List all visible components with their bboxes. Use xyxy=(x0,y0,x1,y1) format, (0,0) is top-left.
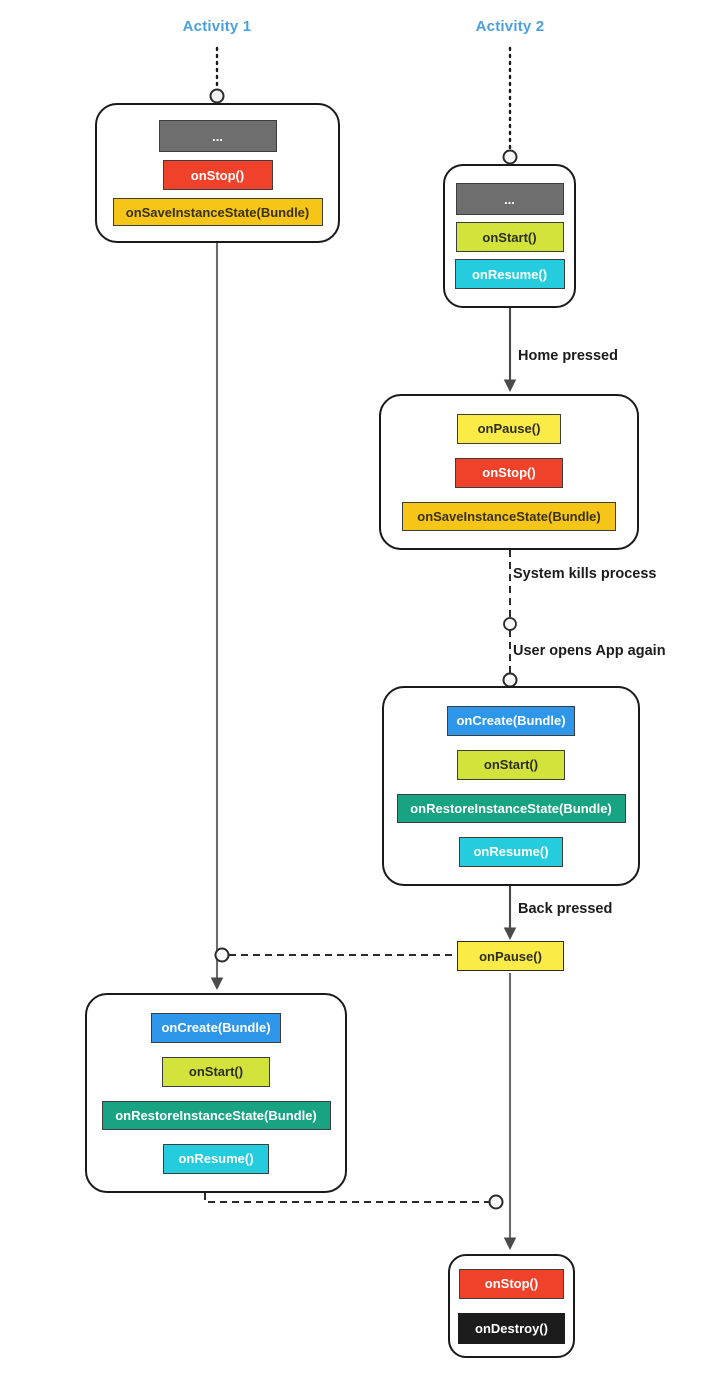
call-on-stop: onStop() xyxy=(459,1268,564,1299)
edge-label-system-kills-process: System kills process xyxy=(513,566,657,582)
call-on-stop: onStop() xyxy=(162,160,273,190)
call-on-save-instance-state: onSaveInstanceState(Bundle) xyxy=(402,501,616,531)
call-on-resume: onResume() xyxy=(163,1143,269,1174)
edge-label-user-opens-app-again: User opens App again xyxy=(513,643,666,659)
call-on-save-instance-state: onSaveInstanceState(Bundle) xyxy=(112,198,323,226)
activity2-running-box: ... onStart() onResume() xyxy=(443,164,576,308)
activity1-stopping-box: ... onStop() onSaveInstanceState(Bundle) xyxy=(95,103,340,243)
call-on-start: onStart() xyxy=(162,1056,270,1087)
activity2-destroy-box: onStop() onDestroy() xyxy=(448,1254,575,1358)
call-on-create: onCreate(Bundle) xyxy=(151,1012,281,1043)
activity2-recreate-box: onCreate(Bundle) onStart() onRestoreInst… xyxy=(382,686,640,886)
activity1-recreate-box: onCreate(Bundle) onStart() onRestoreInst… xyxy=(85,993,347,1193)
activity2-stopping-box: onPause() onStop() onSaveInstanceState(B… xyxy=(379,394,639,550)
call-on-start: onStart() xyxy=(455,222,564,252)
call-on-pause: onPause() xyxy=(457,413,561,444)
call-on-restore-instance-state: onRestoreInstanceState(Bundle) xyxy=(396,793,626,823)
column-title-activity-1: Activity 1 xyxy=(182,18,252,35)
call-on-destroy: onDestroy() xyxy=(458,1312,565,1344)
call-on-restore-instance-state: onRestoreInstanceState(Bundle) xyxy=(101,1100,331,1130)
call-ellipsis: ... xyxy=(158,120,277,152)
edge-label-home-pressed: Home pressed xyxy=(518,348,618,364)
call-on-start: onStart() xyxy=(457,749,565,780)
edge-label-back-pressed: Back pressed xyxy=(518,901,613,917)
column-title-activity-2: Activity 2 xyxy=(475,18,545,35)
call-on-stop: onStop() xyxy=(455,457,563,488)
call-on-resume: onResume() xyxy=(459,836,563,867)
call-on-create: onCreate(Bundle) xyxy=(447,705,575,736)
call-on-resume: onResume() xyxy=(454,259,565,289)
call-ellipsis: ... xyxy=(455,183,564,215)
call-on-pause: onPause() xyxy=(457,941,564,971)
